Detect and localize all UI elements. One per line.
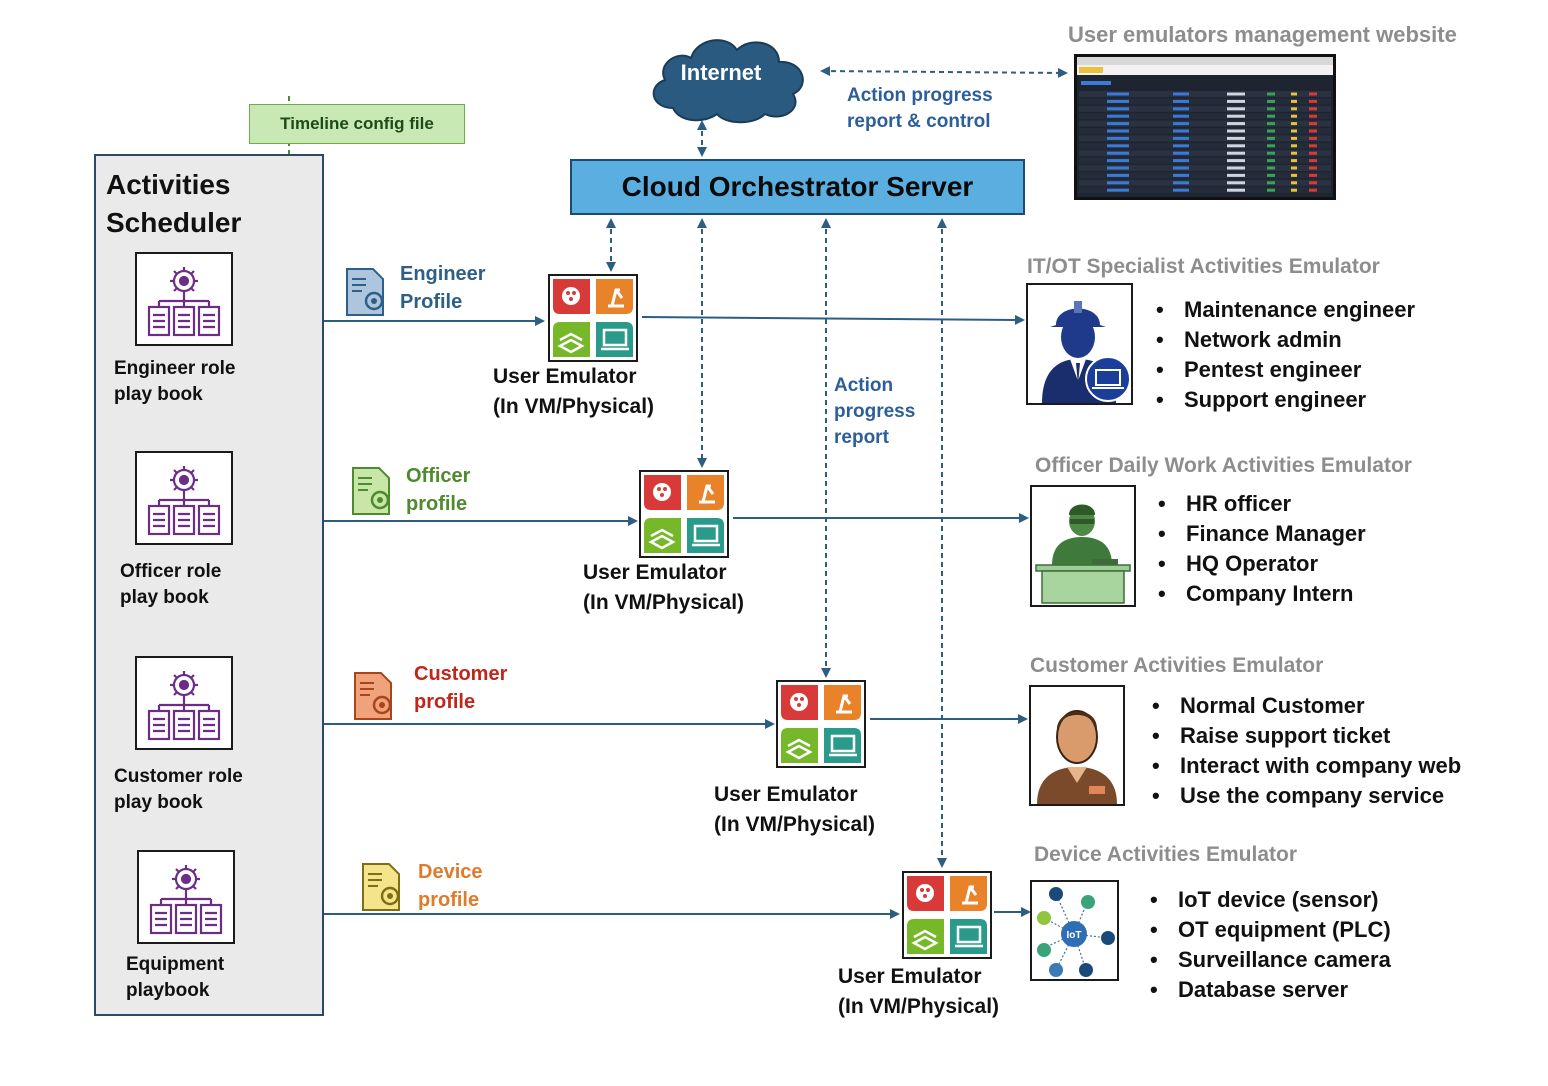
internet-label: Internet — [680, 60, 762, 85]
officer-playbook-icon — [135, 451, 233, 545]
customer-emulator-list: •Normal Customer •Raise support ticket •… — [1152, 691, 1461, 811]
cloud-orchestrator-server: Cloud Orchestrator Server — [570, 159, 1025, 215]
equipment-playbook-icon — [137, 850, 235, 944]
list-item: •Database server — [1150, 977, 1349, 1002]
list-item: •Finance Manager — [1158, 521, 1366, 546]
itot-emulator-title: IT/OT Specialist Activities Emulator — [1027, 255, 1380, 278]
scheduler-title: Activities Scheduler — [106, 169, 242, 238]
device-emulator-title: Device Activities Emulator — [1034, 843, 1297, 866]
internet-cloud: Internet — [643, 30, 813, 125]
list-item: •Company Intern — [1158, 581, 1354, 606]
action-progress-report-label: Action progress report — [834, 375, 916, 448]
user-emulator-icon-3 — [776, 680, 866, 768]
device-emulator-list: •IoT device (sensor) •OT equipment (PLC)… — [1150, 885, 1391, 1005]
list-item: •Interact with company web — [1152, 753, 1462, 778]
engineer-playbook-label: Engineer role play book — [114, 358, 236, 405]
list-item: •Normal Customer — [1152, 693, 1365, 718]
user-emulator-icon-4 — [902, 871, 992, 959]
engineer-profile-label: Engineer Profile — [400, 263, 486, 313]
list-item: •Raise support ticket — [1152, 723, 1391, 748]
customer-emulator-title: Customer Activities Emulator — [1030, 654, 1324, 677]
management-website-screenshot — [1074, 54, 1336, 200]
customer-profile-icon — [349, 669, 397, 720]
user-emulator-label-3: User Emulator (In VM/Physical) — [714, 783, 876, 836]
list-item: •Surveillance camera — [1150, 947, 1391, 972]
list-item: •Use the company service — [1152, 783, 1445, 808]
officer-profile-icon — [347, 464, 395, 515]
list-item: •IoT device (sensor) — [1150, 887, 1379, 912]
device-profile-icon — [357, 860, 405, 911]
engineer-out-arrow — [641, 314, 1025, 325]
user-emulator-label-2: User Emulator (In VM/Physical) — [583, 561, 745, 614]
itot-emulator-list: •Maintenance engineer •Network admin •Pe… — [1156, 295, 1415, 415]
user-emulator-icon-1 — [548, 274, 638, 362]
timeline-config-file: Timeline config file — [249, 104, 465, 144]
action-control-label: Action progress report & control — [847, 85, 993, 132]
customer-playbook-label: Customer role play book — [114, 766, 243, 813]
engineer-avatar-icon — [1026, 283, 1133, 405]
list-item: •Support engineer — [1156, 387, 1367, 412]
list-item: •Network admin — [1156, 327, 1342, 352]
user-emulator-label-1: User Emulator (In VM/Physical) — [493, 365, 655, 418]
equipment-playbook-label: Equipment playbook — [126, 954, 225, 1001]
customer-profile-label: Customer profile — [414, 663, 508, 713]
officer-profile-label: Officer profile — [406, 465, 471, 515]
internet-mgmt-arrow — [820, 66, 1068, 78]
device-profile-label: Device profile — [418, 861, 483, 911]
user-emulator-icon-2 — [639, 470, 729, 558]
engineer-profile-icon — [341, 265, 389, 316]
customer-avatar-icon — [1029, 685, 1125, 806]
management-website-title: User emulators management website — [1068, 22, 1457, 47]
iot-label: IoT — [1067, 930, 1082, 941]
officer-emulator-list: •HR officer •Finance Manager •HQ Operato… — [1158, 489, 1366, 609]
customer-playbook-icon — [135, 656, 233, 750]
list-item: •Maintenance engineer — [1156, 297, 1416, 322]
user-emulator-label-4: User Emulator (In VM/Physical) — [838, 965, 1000, 1018]
list-item: •OT equipment (PLC) — [1150, 917, 1391, 942]
iot-network-icon: IoT — [1030, 880, 1119, 981]
officer-playbook-label: Officer role play book — [120, 561, 222, 608]
list-item: •Pentest engineer — [1156, 357, 1362, 382]
officer-emulator-title: Officer Daily Work Activities Emulator — [1035, 454, 1412, 477]
list-item: •HQ Operator — [1158, 551, 1319, 576]
officer-avatar-icon — [1030, 485, 1136, 607]
list-item: •HR officer — [1158, 491, 1292, 516]
cloud-icon — [652, 39, 804, 124]
engineer-playbook-icon — [135, 252, 233, 346]
